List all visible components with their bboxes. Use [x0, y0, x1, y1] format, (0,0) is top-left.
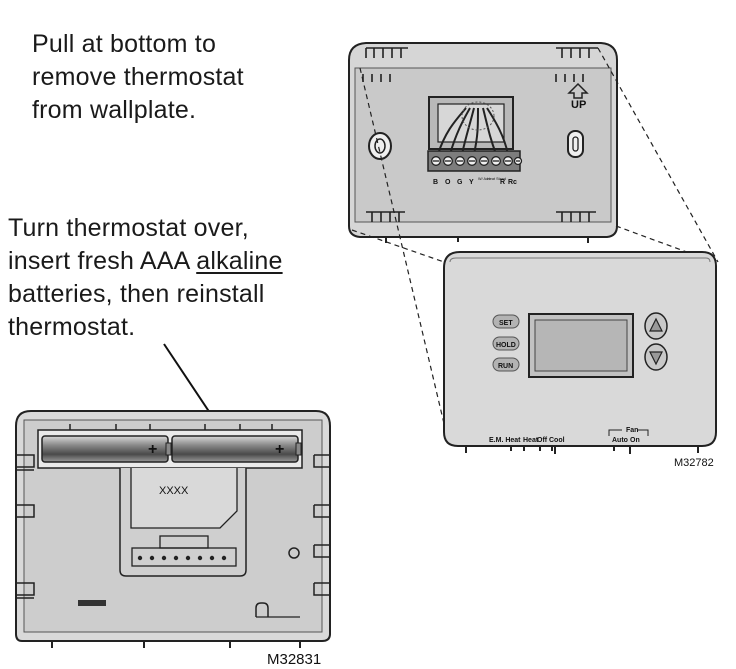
hold-button-label: HOLD: [496, 342, 516, 349]
caption-remove-thermostat: Pull at bottom to remove thermostat from…: [32, 28, 244, 127]
thermostat-back: + + XXXX M32831: [15, 410, 331, 668]
hold-button[interactable]: HOLD: [492, 336, 520, 351]
up-arrow-icon: UP: [567, 82, 589, 111]
caption-line: batteries, then reinstall: [8, 280, 265, 308]
mount-slot-icon: [567, 130, 584, 158]
figure-code: M32782: [674, 457, 714, 469]
up-arrow-button[interactable]: [644, 312, 668, 340]
down-arrow-button[interactable]: [644, 343, 668, 371]
system-switch-label: Off: [537, 437, 548, 444]
projection-lines: [351, 47, 719, 433]
caption-line: Turn thermostat over,: [8, 214, 249, 242]
run-button-label: RUN: [498, 363, 513, 370]
caption-underlined-word: alkaline: [196, 247, 283, 275]
fan-switch-label: Auto: [612, 437, 628, 444]
terminal-label: Rc: [508, 179, 517, 186]
up-label: UP: [571, 99, 586, 111]
mount-hole-icon: [368, 132, 392, 160]
caption-line: Pull at bottom to: [32, 30, 217, 58]
battery-aaa: +: [171, 435, 302, 463]
system-switch-label: Cool: [549, 437, 565, 444]
caption-line: remove thermostat: [32, 63, 244, 91]
caption-line: insert fresh AAA alkaline: [8, 245, 283, 278]
battery-aaa: +: [41, 435, 172, 463]
wallplate: UP B O G Y R Rc: [348, 42, 618, 243]
terminal-label: B: [433, 179, 438, 186]
system-switch-label: Heat: [523, 437, 539, 444]
terminal-small-label: Heat Stand: [487, 177, 506, 181]
run-button[interactable]: RUN: [492, 357, 520, 372]
thermostat-front: SET HOLD RUN E.M. Heat Heat Off Cool Fan…: [443, 251, 717, 469]
fan-switch-label: On: [630, 437, 640, 444]
caption-text: insert fresh AAA: [8, 247, 197, 275]
terminal-label: R: [500, 179, 505, 186]
set-button[interactable]: SET: [492, 314, 520, 329]
system-switch-label: E.M. Heat: [489, 437, 521, 444]
battery-plus-mark: +: [275, 441, 284, 458]
reset-hole-icon: [288, 547, 300, 559]
caption-line: thermostat.: [8, 313, 136, 341]
fan-label: Fan: [626, 427, 638, 434]
terminal-label: Y: [469, 179, 474, 186]
figure-code: M32831: [267, 651, 321, 668]
compartment-text: XXXX: [159, 485, 189, 497]
battery-plus-mark: +: [148, 441, 157, 458]
terminal-small-label: W/ Aux: [478, 177, 490, 181]
set-button-label: SET: [499, 320, 513, 327]
caption-line: from wallplate.: [32, 96, 197, 124]
terminal-label: O: [445, 179, 451, 186]
system-switch[interactable]: [510, 446, 556, 454]
caption-insert-batteries: Turn thermostat over, insert fresh AAA a…: [8, 212, 283, 344]
fan-switch[interactable]: [465, 446, 699, 454]
terminal-label: G: [457, 179, 463, 186]
